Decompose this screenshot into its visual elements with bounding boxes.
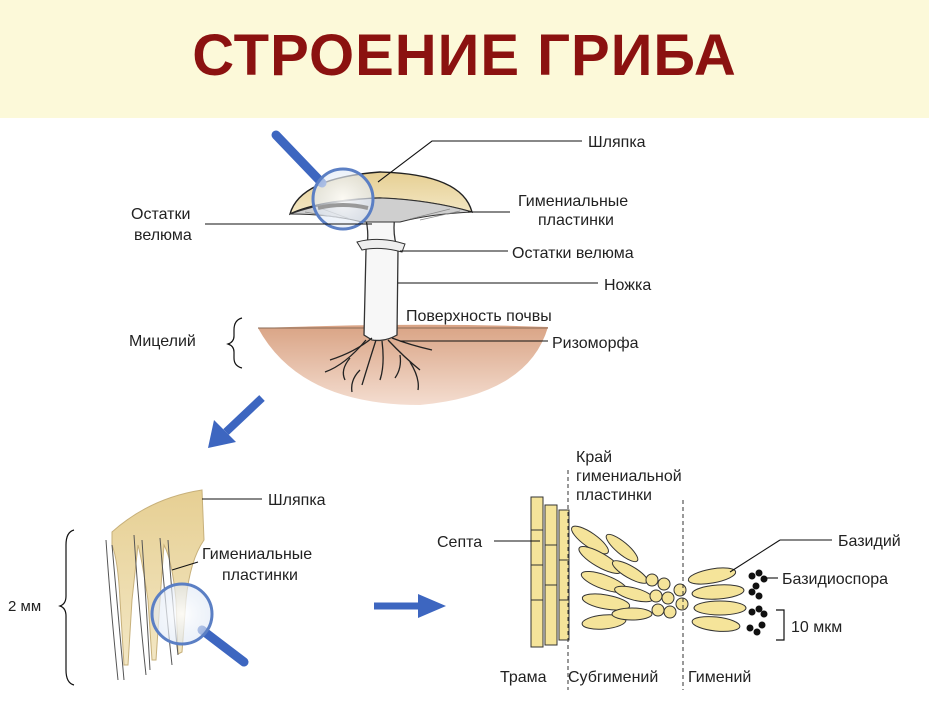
- detail-label-gills-2: пластинки: [222, 567, 298, 584]
- page-title: СТРОЕНИЕ ГРИБА: [192, 23, 737, 88]
- stem: [363, 214, 399, 342]
- subhymenium-cells: [645, 573, 689, 619]
- rhizomorph: [324, 337, 433, 393]
- scale-brace-2mm: [58, 529, 75, 686]
- basidiospores: [746, 569, 768, 636]
- label-gills-1: Гимениальные: [518, 193, 628, 210]
- magnifier-icon: [150, 582, 249, 667]
- label-soil-surface: Поверхность почвы: [406, 308, 552, 325]
- veil-ring: [356, 238, 406, 253]
- label-septum: Септа: [437, 534, 482, 551]
- subhymenium-hyphae: [571, 525, 654, 630]
- label-hymenium: Гимений: [688, 669, 751, 686]
- leader-cap: [377, 140, 582, 183]
- label-basidium: Базидий: [838, 533, 901, 550]
- magnifier-icon: [271, 130, 375, 231]
- label-edge-3: пластинки: [576, 487, 652, 504]
- label-subhymenium: Субгимений: [568, 669, 658, 686]
- arrow-icon: [374, 594, 446, 618]
- label-edge-2: гимениальной: [576, 468, 682, 485]
- label-trama: Трама: [500, 669, 547, 686]
- soil: [258, 324, 548, 405]
- arrow-icon: [208, 395, 265, 448]
- title-banner: [0, 0, 929, 118]
- label-veil-left-1: Остатки: [131, 206, 190, 223]
- label-edge-1: Край: [576, 449, 612, 466]
- label-veil-left-2: велюма: [134, 227, 192, 244]
- label-scale-2mm: 2 мм: [8, 598, 41, 615]
- basidia: [687, 567, 747, 632]
- label-gills-2: пластинки: [538, 212, 614, 229]
- detail-label-gills-1: Гимениальные: [202, 546, 312, 563]
- detail-label-cap: Шляпка: [268, 492, 326, 509]
- trama-cells: [530, 496, 570, 648]
- mycelium-brace: [226, 317, 243, 369]
- label-veil-right: Остатки велюма: [512, 245, 634, 262]
- label-cap: Шляпка: [588, 134, 646, 151]
- label-scale-10um: 10 мкм: [791, 619, 842, 636]
- label-stem: Ножка: [604, 277, 651, 294]
- label-mycelium: Мицелий: [129, 333, 196, 350]
- label-basidiospore: Базидиоспора: [782, 571, 888, 588]
- label-rhizomorph: Ризоморфа: [552, 335, 639, 352]
- scale-bracket-10um: [776, 609, 785, 641]
